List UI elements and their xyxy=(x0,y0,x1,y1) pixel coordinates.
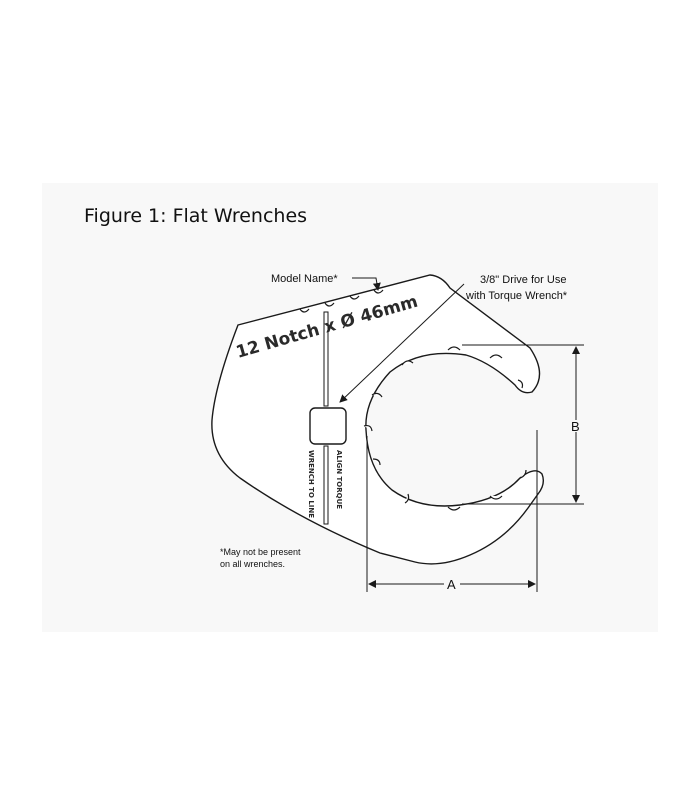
notch xyxy=(447,346,461,351)
model-notches xyxy=(299,289,384,313)
callout-drive-line1: 3/8" Drive for Use xyxy=(480,274,566,286)
notch xyxy=(447,506,461,511)
notch xyxy=(299,308,310,313)
notch xyxy=(371,392,383,398)
dimension-a-label: A xyxy=(447,577,456,592)
notch xyxy=(324,302,335,307)
figure-title: Figure 1: Flat Wrenches xyxy=(84,205,308,227)
align-slot-lower xyxy=(323,445,329,525)
notch xyxy=(489,354,503,359)
footnote-line2: on all wrenches. xyxy=(220,559,285,569)
notch xyxy=(489,495,503,500)
engraving-wrench-to-line: WRENCH TO LINE xyxy=(307,450,315,518)
engraving-align-torque: ALIGN TORQUE xyxy=(335,450,343,509)
notch xyxy=(401,360,414,366)
wrench-body xyxy=(211,274,545,565)
dimension-a xyxy=(366,430,538,592)
notch xyxy=(519,469,527,479)
callout-drive-line2: with Torque Wrench* xyxy=(465,290,568,302)
notch xyxy=(517,379,524,389)
footnote-line1: *May not be present xyxy=(220,547,301,557)
notch xyxy=(349,295,360,300)
callout-model-leader xyxy=(352,277,381,291)
notch xyxy=(363,424,373,432)
notch xyxy=(404,493,410,504)
dimension-b-label: B xyxy=(571,419,580,434)
dimension-b xyxy=(462,344,584,505)
alignment-lines xyxy=(323,311,329,525)
callout-drive-leader xyxy=(339,283,465,403)
notch xyxy=(372,458,381,466)
align-slot-upper xyxy=(323,311,329,407)
drive-square xyxy=(309,407,347,445)
callout-model-name: Model Name* xyxy=(271,273,338,285)
bore-notches xyxy=(363,346,527,511)
